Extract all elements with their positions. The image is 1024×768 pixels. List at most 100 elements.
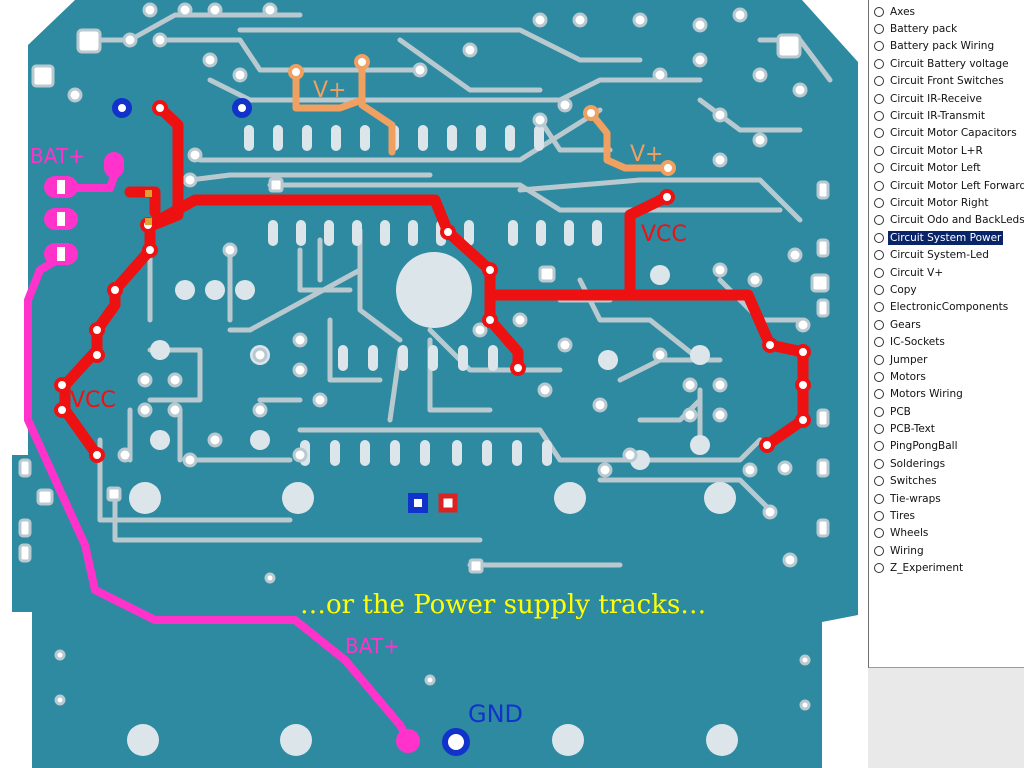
layer-item-label: Circuit Front Switches (890, 75, 1004, 88)
layer-radio-icon[interactable] (874, 424, 884, 435)
layer-item[interactable]: Switches (869, 473, 1024, 490)
layer-item[interactable]: Circuit Battery voltage (869, 55, 1024, 72)
power-test-pad (438, 493, 458, 513)
slide-caption: …or the Power supply tracks… (300, 590, 707, 620)
layer-item-label: Circuit Odo and BackLeds (890, 214, 1024, 227)
layer-radio-icon[interactable] (874, 476, 884, 487)
layer-radio-icon[interactable] (874, 284, 884, 295)
layer-item[interactable]: PCB (869, 403, 1024, 420)
layer-radio-icon[interactable] (874, 93, 884, 104)
layer-radio-icon[interactable] (874, 319, 884, 330)
layer-item[interactable]: PingPongBall (869, 438, 1024, 455)
vplus-pads (288, 54, 676, 176)
layer-item-label: Circuit Motor L+R (890, 144, 983, 157)
layer-panel-footer (868, 668, 1024, 768)
layer-radio-icon[interactable] (874, 493, 884, 504)
layer-item[interactable]: Wiring (869, 542, 1024, 559)
layer-radio-icon[interactable] (874, 354, 884, 365)
layer-radio-icon[interactable] (874, 371, 884, 382)
small-vias (54, 2, 811, 711)
layer-item-label: PCB (890, 405, 911, 418)
gnd-pads (112, 98, 470, 756)
layer-radio-icon[interactable] (874, 111, 884, 122)
layer-radio-icon[interactable] (874, 163, 884, 174)
layer-item-label: Circuit System Power (888, 230, 1004, 245)
layer-item[interactable]: Circuit Motor Capacitors (869, 125, 1024, 142)
layer-radio-icon[interactable] (874, 545, 884, 556)
layer-item[interactable]: ElectronicComponents (869, 299, 1024, 316)
layer-item[interactable]: Tires (869, 507, 1024, 524)
layer-item-label: Tires (890, 510, 916, 523)
vplus-label-right: V+ (630, 142, 664, 167)
layer-radio-icon[interactable] (874, 180, 884, 191)
layer-item-label: PCB-Text (890, 423, 935, 436)
layer-item[interactable]: Copy (869, 281, 1024, 298)
layer-item[interactable]: Circuit IR-Receive (869, 90, 1024, 107)
layer-radio-icon[interactable] (874, 389, 884, 400)
pcb-board-view[interactable]: BAT+ BAT+ V+ V+ VCC VCC GND …or the Powe… (0, 0, 868, 768)
layer-item-label: Circuit IR-Transmit (890, 110, 985, 123)
layer-radio-icon[interactable] (874, 145, 884, 156)
layer-item[interactable]: Circuit System-Led (869, 246, 1024, 263)
layer-item[interactable]: Circuit Odo and BackLeds (869, 212, 1024, 229)
layer-item[interactable]: Motors Wiring (869, 386, 1024, 403)
layer-item-label: Tie-wraps (890, 492, 941, 505)
layer-item-label: Battery pack Wiring (890, 40, 995, 53)
layer-radio-icon[interactable] (874, 215, 884, 226)
layer-item-label: Circuit IR-Receive (890, 92, 982, 105)
vcc-pads (54, 100, 811, 463)
layer-radio-icon[interactable] (874, 302, 884, 313)
layer-radio-icon[interactable] (874, 41, 884, 52)
layer-item[interactable]: Solderings (869, 455, 1024, 472)
layer-item[interactable]: Circuit Motor Left Forwards (869, 177, 1024, 194)
layer-radio-icon[interactable] (874, 267, 884, 278)
layer-item[interactable]: PCB-Text (869, 420, 1024, 437)
layer-radio-icon[interactable] (874, 197, 884, 208)
layer-item-label: Circuit Motor Left Forwards (890, 179, 1024, 192)
smd-component (145, 190, 152, 197)
bat-pads (44, 152, 420, 753)
layer-item[interactable]: Circuit V+ (869, 264, 1024, 281)
layer-item[interactable]: Circuit Motor L+R (869, 142, 1024, 159)
layer-radio-icon[interactable] (874, 250, 884, 261)
layer-item-label: Gears (890, 318, 921, 331)
layer-radio-icon[interactable] (874, 58, 884, 69)
layer-item[interactable]: Circuit Motor Right (869, 194, 1024, 211)
layer-radio-icon[interactable] (874, 6, 884, 17)
layer-item[interactable]: Circuit Front Switches (869, 73, 1024, 90)
layer-item[interactable]: Gears (869, 316, 1024, 333)
layer-radio-icon[interactable] (874, 528, 884, 539)
layer-item[interactable]: Circuit System Power (869, 229, 1024, 246)
layer-radio-icon[interactable] (874, 458, 884, 469)
layer-item[interactable]: Z_Experiment (869, 560, 1024, 577)
layer-item-label: Motors Wiring (890, 388, 963, 401)
layer-item[interactable]: IC-Sockets (869, 333, 1024, 350)
layer-item[interactable]: Battery pack (869, 20, 1024, 37)
layer-radio-icon[interactable] (874, 76, 884, 87)
layer-radio-icon[interactable] (874, 128, 884, 139)
mounting-holes (127, 252, 738, 756)
layer-radio-icon[interactable] (874, 232, 884, 243)
layer-radio-icon[interactable] (874, 24, 884, 35)
layer-radio-icon[interactable] (874, 406, 884, 417)
layer-radio-icon[interactable] (874, 441, 884, 452)
layer-radio-icon[interactable] (874, 337, 884, 348)
layer-item[interactable]: Axes (869, 3, 1024, 20)
vplus-tracks (292, 58, 672, 172)
layer-item[interactable]: Motors (869, 368, 1024, 385)
layer-item[interactable]: Jumper (869, 351, 1024, 368)
layer-item[interactable]: Wheels (869, 525, 1024, 542)
layer-item[interactable]: Battery pack Wiring (869, 38, 1024, 55)
layer-item-label: Circuit System-Led (890, 249, 989, 262)
layer-radio-icon[interactable] (874, 511, 884, 522)
layer-radio-icon[interactable] (874, 563, 884, 574)
layer-item-label: Circuit Battery voltage (890, 57, 1009, 70)
vcc-label-right: VCC (641, 222, 687, 247)
layer-item[interactable]: Circuit IR-Transmit (869, 107, 1024, 124)
layer-item-label: Jumper (890, 353, 928, 366)
layer-item[interactable]: Circuit Motor Left (869, 160, 1024, 177)
layer-item-label: Motors (890, 370, 926, 383)
layer-item[interactable]: Tie-wraps (869, 490, 1024, 507)
layer-item-label: Circuit Motor Capacitors (890, 127, 1017, 140)
